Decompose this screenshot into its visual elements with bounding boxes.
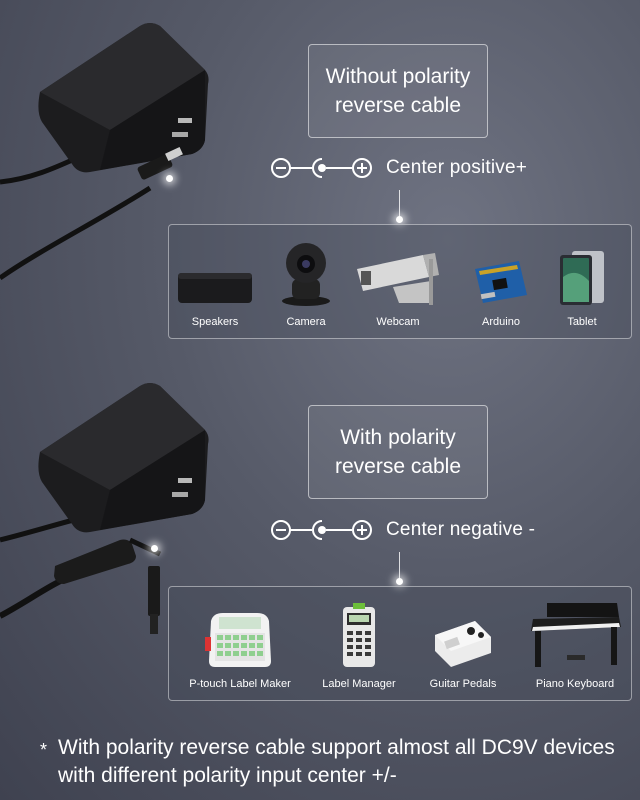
title-line: Without polarity	[325, 65, 471, 88]
device-arduino: Arduino	[461, 225, 541, 338]
piano-icon	[531, 603, 621, 667]
speaker-icon	[178, 273, 252, 303]
polarity-label: Center positive+	[386, 157, 528, 178]
polarity-center-negative-icon	[271, 520, 372, 540]
connector-dot-top-plug	[166, 175, 173, 182]
device-guitar-pedals: Guitar Pedals	[415, 587, 511, 700]
label-maker-icon	[205, 613, 271, 667]
tablet-icon	[560, 251, 604, 305]
connector-line-top	[399, 190, 400, 220]
device-piano-keyboard: Piano Keyboard	[523, 587, 627, 700]
guitar-pedal-icon	[435, 621, 491, 667]
device-label: Speakers	[191, 316, 239, 328]
device-label: P-touch Label Maker	[189, 678, 291, 690]
polarity-row-negative: Center negative -	[270, 518, 535, 542]
polarity-label: Center negative -	[386, 519, 536, 540]
device-label: Label Manager	[322, 678, 396, 690]
device-label: Webcam	[376, 316, 420, 328]
title-box-with-polarity: With polarity reverse cable	[308, 405, 488, 499]
title-line: reverse cable	[334, 455, 462, 478]
title-line: With polarity	[340, 426, 456, 449]
title-line: reverse cable	[334, 94, 462, 117]
arduino-icon	[475, 261, 527, 303]
webcam-icon	[357, 253, 439, 305]
footnote-asterisk: *	[40, 740, 48, 760]
device-label: Guitar Pedals	[429, 678, 497, 690]
power-adapter-image-top	[0, 23, 209, 281]
connector-dot-top-panel	[396, 216, 403, 223]
device-panel-positive: Speakers Camera Webcam	[168, 224, 632, 339]
device-label: Tablet	[567, 316, 597, 328]
device-ptouch-label-maker: P-touch Label Maker	[175, 587, 305, 700]
power-adapter-image-bottom	[0, 383, 209, 634]
device-label: Piano Keyboard	[535, 678, 615, 690]
device-panel-negative: P-touch Label Maker Label Manager	[168, 586, 632, 701]
footnote-text: With polarity reverse cable support almo…	[58, 736, 615, 787]
camera-icon	[282, 243, 330, 306]
device-tablet: Tablet	[544, 225, 620, 338]
connector-line-bottom	[399, 552, 400, 582]
device-camera: Camera	[264, 225, 348, 338]
footnote: * With polarity reverse cable support al…	[40, 734, 630, 790]
device-speakers: Speakers	[173, 225, 257, 338]
title-box-without-polarity: Without polarity reverse cable	[308, 44, 488, 138]
polarity-center-positive-icon	[271, 158, 372, 178]
connector-dot-bottom-plug	[151, 545, 158, 552]
device-label: Arduino	[482, 316, 520, 328]
device-label: Camera	[286, 316, 326, 328]
label-manager-icon	[343, 603, 375, 667]
connector-dot-bottom-panel	[396, 578, 403, 585]
device-label-manager: Label Manager	[309, 587, 409, 700]
polarity-row-positive: Center positive+	[270, 156, 527, 180]
device-webcam: Webcam	[352, 225, 444, 338]
